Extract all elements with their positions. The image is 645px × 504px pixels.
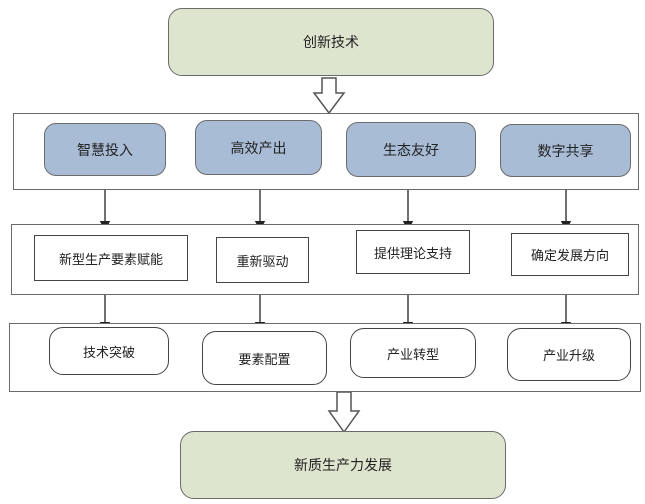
bottom-node-label: 新质生产力发展: [294, 458, 392, 474]
row1-node-2-label: 高效产出: [230, 140, 287, 157]
row2-node-4: 确定发展方向: [511, 233, 629, 276]
top-node-label: 创新技术: [303, 35, 359, 51]
bottom-node: 新质生产力发展: [180, 431, 506, 499]
row2-node-3-label: 提供理论支持: [373, 246, 452, 262]
row3-node-2: 要素配置: [202, 331, 327, 385]
row2-node-4-label: 确定发展方向: [530, 249, 609, 264]
row1-node-1-label: 智慧投入: [77, 142, 133, 159]
row2-node-1-label: 新型生产要素赋能: [58, 252, 163, 268]
top-node: 创新技术: [168, 8, 494, 76]
row2-node-2-label: 重新驱动: [236, 254, 289, 270]
hollow-arrow-bottom: [327, 391, 361, 434]
row1-node-3: 生态友好: [346, 122, 476, 177]
hollow-arrow-top: [312, 77, 346, 115]
row3-node-3: 产业转型: [350, 328, 476, 378]
row2-node-3: 提供理论支持: [356, 230, 470, 274]
row1-node-1: 智慧投入: [44, 123, 166, 176]
row1-node-3-label: 生态友好: [383, 142, 439, 159]
row2-node-2: 重新驱动: [216, 237, 309, 283]
row1-node-2: 高效产出: [195, 120, 322, 175]
row3-node-1: 技术突破: [49, 327, 169, 375]
row3-node-4-label: 产业升级: [542, 349, 595, 364]
row3-node-2-label: 要素配置: [238, 352, 291, 368]
row1-node-4: 数字共享: [500, 124, 631, 177]
row3-node-4: 产业升级: [507, 328, 631, 381]
row2-node-1: 新型生产要素赋能: [34, 235, 188, 281]
row1-node-4-label: 数字共享: [537, 143, 594, 160]
row3-node-1-label: 技术突破: [82, 345, 135, 361]
row3-node-3-label: 产业转型: [386, 347, 439, 363]
